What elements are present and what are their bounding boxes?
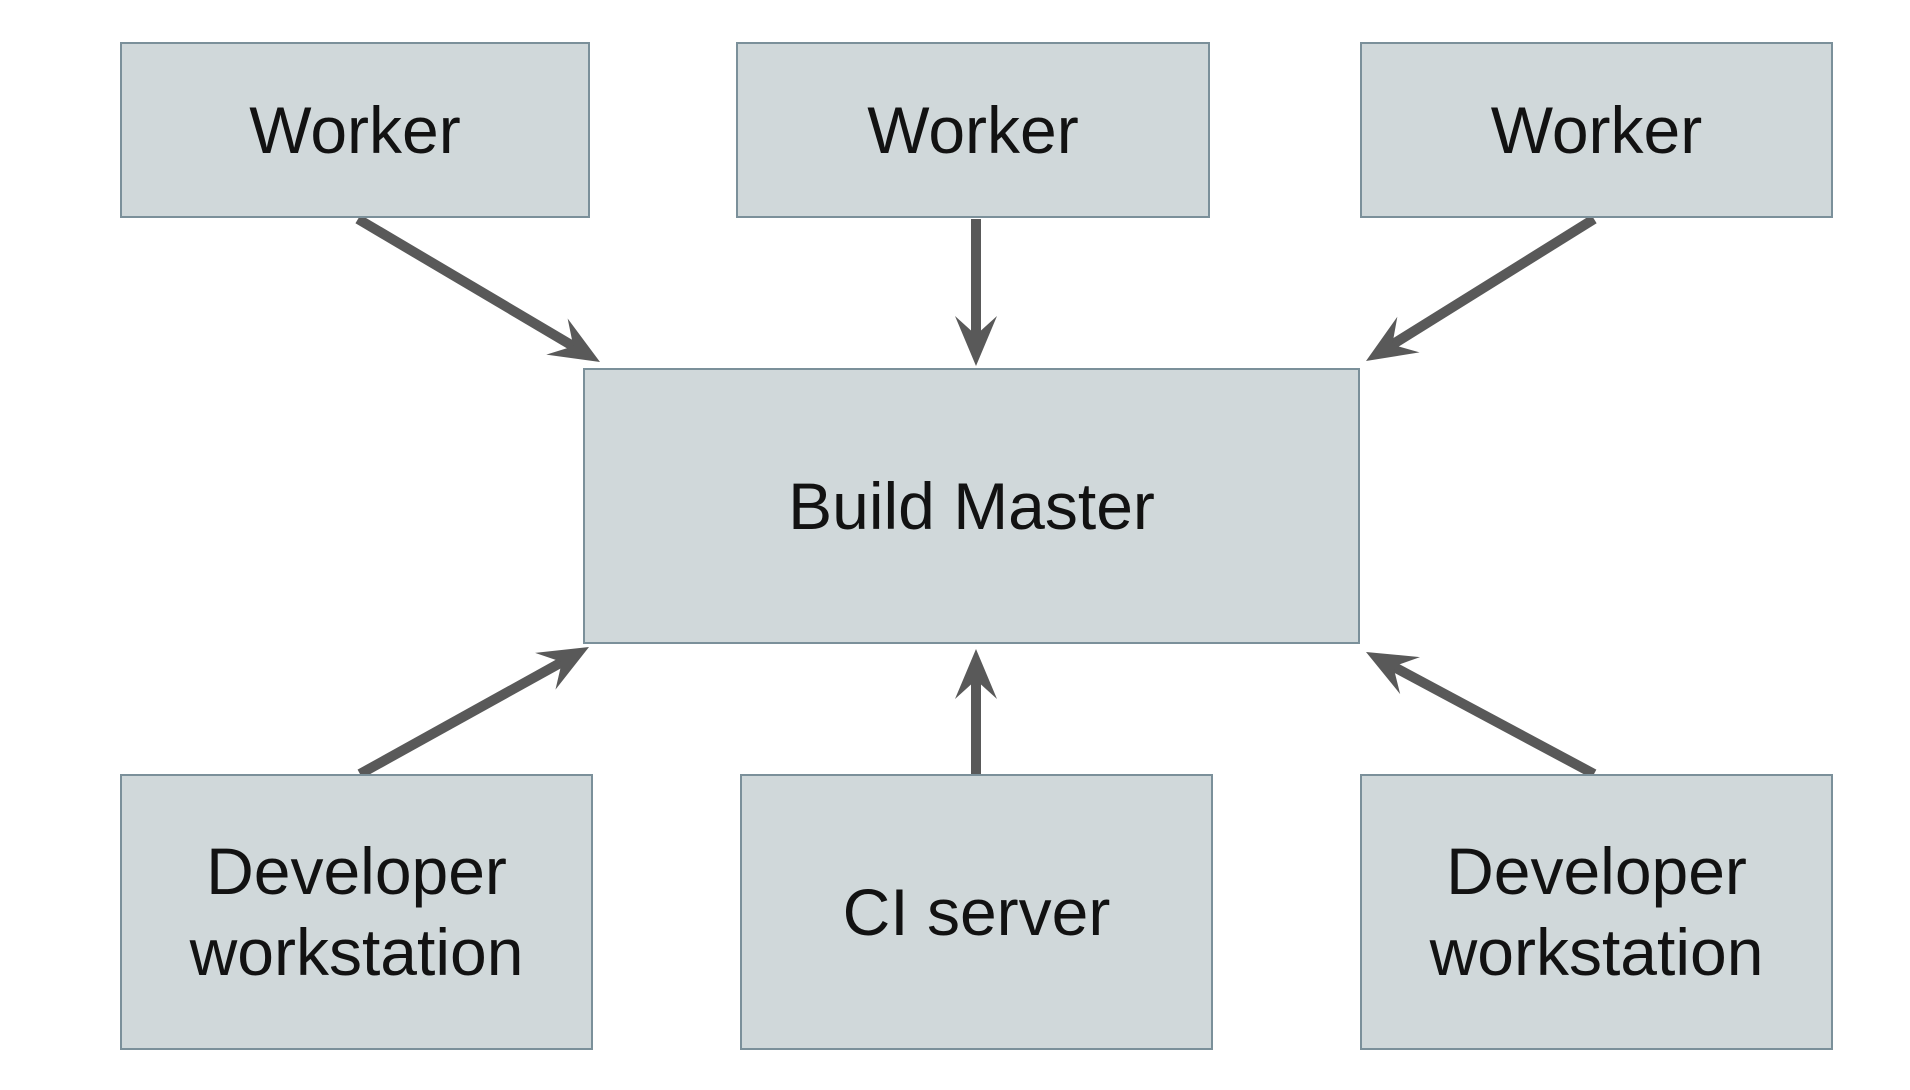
- arrow-head: [955, 316, 997, 366]
- node-worker-left: Worker: [120, 42, 590, 218]
- arrow-head: [1366, 316, 1420, 361]
- arrow-worker-middle-to-build-master: [955, 219, 997, 366]
- arrow-shaft: [355, 214, 579, 353]
- arrow-head: [535, 647, 589, 690]
- arrow-dev-left-to-build-master: [357, 647, 589, 779]
- arrow-dev-right-to-build-master: [1366, 652, 1597, 779]
- arrow-ci-server-to-build-master: [955, 649, 997, 774]
- node-worker-right-label: Worker: [1490, 92, 1703, 167]
- node-ci-server: CI server: [740, 774, 1213, 1050]
- node-developer-workstation-left-label: Developer workstation: [189, 834, 524, 989]
- arrow-head: [1366, 652, 1420, 695]
- node-worker-middle: Worker: [736, 42, 1210, 218]
- arrow-shaft: [1387, 660, 1597, 779]
- arrow-worker-left-to-build-master: [355, 214, 600, 362]
- arrow-head: [546, 318, 600, 362]
- node-worker-left-label: Worker: [249, 92, 461, 167]
- node-developer-workstation-right: Developer workstation: [1360, 774, 1833, 1050]
- arrow-shaft: [357, 655, 568, 779]
- node-developer-workstation-right-label: Developer workstation: [1429, 834, 1764, 989]
- node-build-master: Build Master: [583, 368, 1360, 644]
- node-ci-server-label: CI server: [842, 874, 1111, 949]
- node-developer-workstation-left: Developer workstation: [120, 774, 593, 1050]
- arrow-shaft: [1386, 214, 1597, 351]
- node-build-master-label: Build Master: [788, 468, 1155, 543]
- arrow-worker-right-to-build-master: [1366, 214, 1597, 361]
- arrow-head: [955, 649, 997, 699]
- node-worker-right: Worker: [1360, 42, 1833, 218]
- node-worker-middle-label: Worker: [867, 92, 1079, 167]
